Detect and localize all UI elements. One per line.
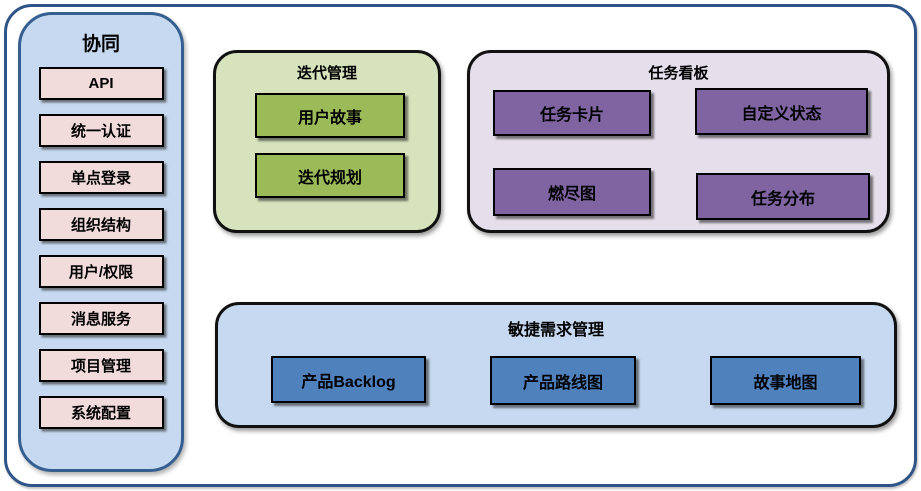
- iteration-management-panel: 迭代管理 用户故事 迭代规划: [213, 50, 441, 233]
- sidebar-item-sso: 单点登录: [38, 161, 164, 194]
- block-story-map: 故事地图: [710, 356, 861, 405]
- sidebar-items: API 统一认证 单点登录 组织结构 用户/权限 消息服务 项目管理 系统配置: [38, 67, 164, 429]
- agile-panel-title: 敏捷需求管理: [507, 322, 604, 339]
- sidebar-item-org-structure: 组织结构: [38, 208, 164, 241]
- sidebar-item-user-permission: 用户/权限: [38, 255, 164, 288]
- block-task-distribution: 任务分布: [696, 173, 870, 220]
- block-custom-status: 自定义状态: [695, 88, 868, 135]
- sidebar-item-system-config: 系统配置: [38, 396, 164, 429]
- block-product-backlog: 产品Backlog: [271, 356, 426, 403]
- sidebar-collaboration-panel: 协同 API 统一认证 单点登录 组织结构 用户/权限 消息服务 项目管理 系统…: [18, 12, 184, 472]
- sidebar-item-unified-auth: 统一认证: [38, 114, 164, 147]
- iteration-panel-title: 迭代管理: [296, 65, 357, 82]
- agile-requirements-panel: 敏捷需求管理 产品Backlog 产品路线图 故事地图: [215, 302, 897, 428]
- block-user-story: 用户故事: [255, 93, 405, 138]
- sidebar-item-message-service: 消息服务: [38, 302, 164, 335]
- block-task-card: 任务卡片: [493, 90, 651, 136]
- block-product-roadmap: 产品路线图: [490, 356, 636, 405]
- taskboard-panel-title: 任务看板: [648, 65, 709, 82]
- sidebar-item-project-mgmt: 项目管理: [38, 349, 164, 382]
- block-burndown-chart: 燃尽图: [493, 168, 651, 216]
- sidebar-item-api: API: [38, 67, 164, 100]
- task-board-panel: 任务看板 任务卡片 自定义状态 燃尽图 任务分布: [467, 50, 890, 233]
- sidebar-title: 协同: [81, 33, 120, 55]
- block-iteration-plan: 迭代规划: [255, 153, 405, 198]
